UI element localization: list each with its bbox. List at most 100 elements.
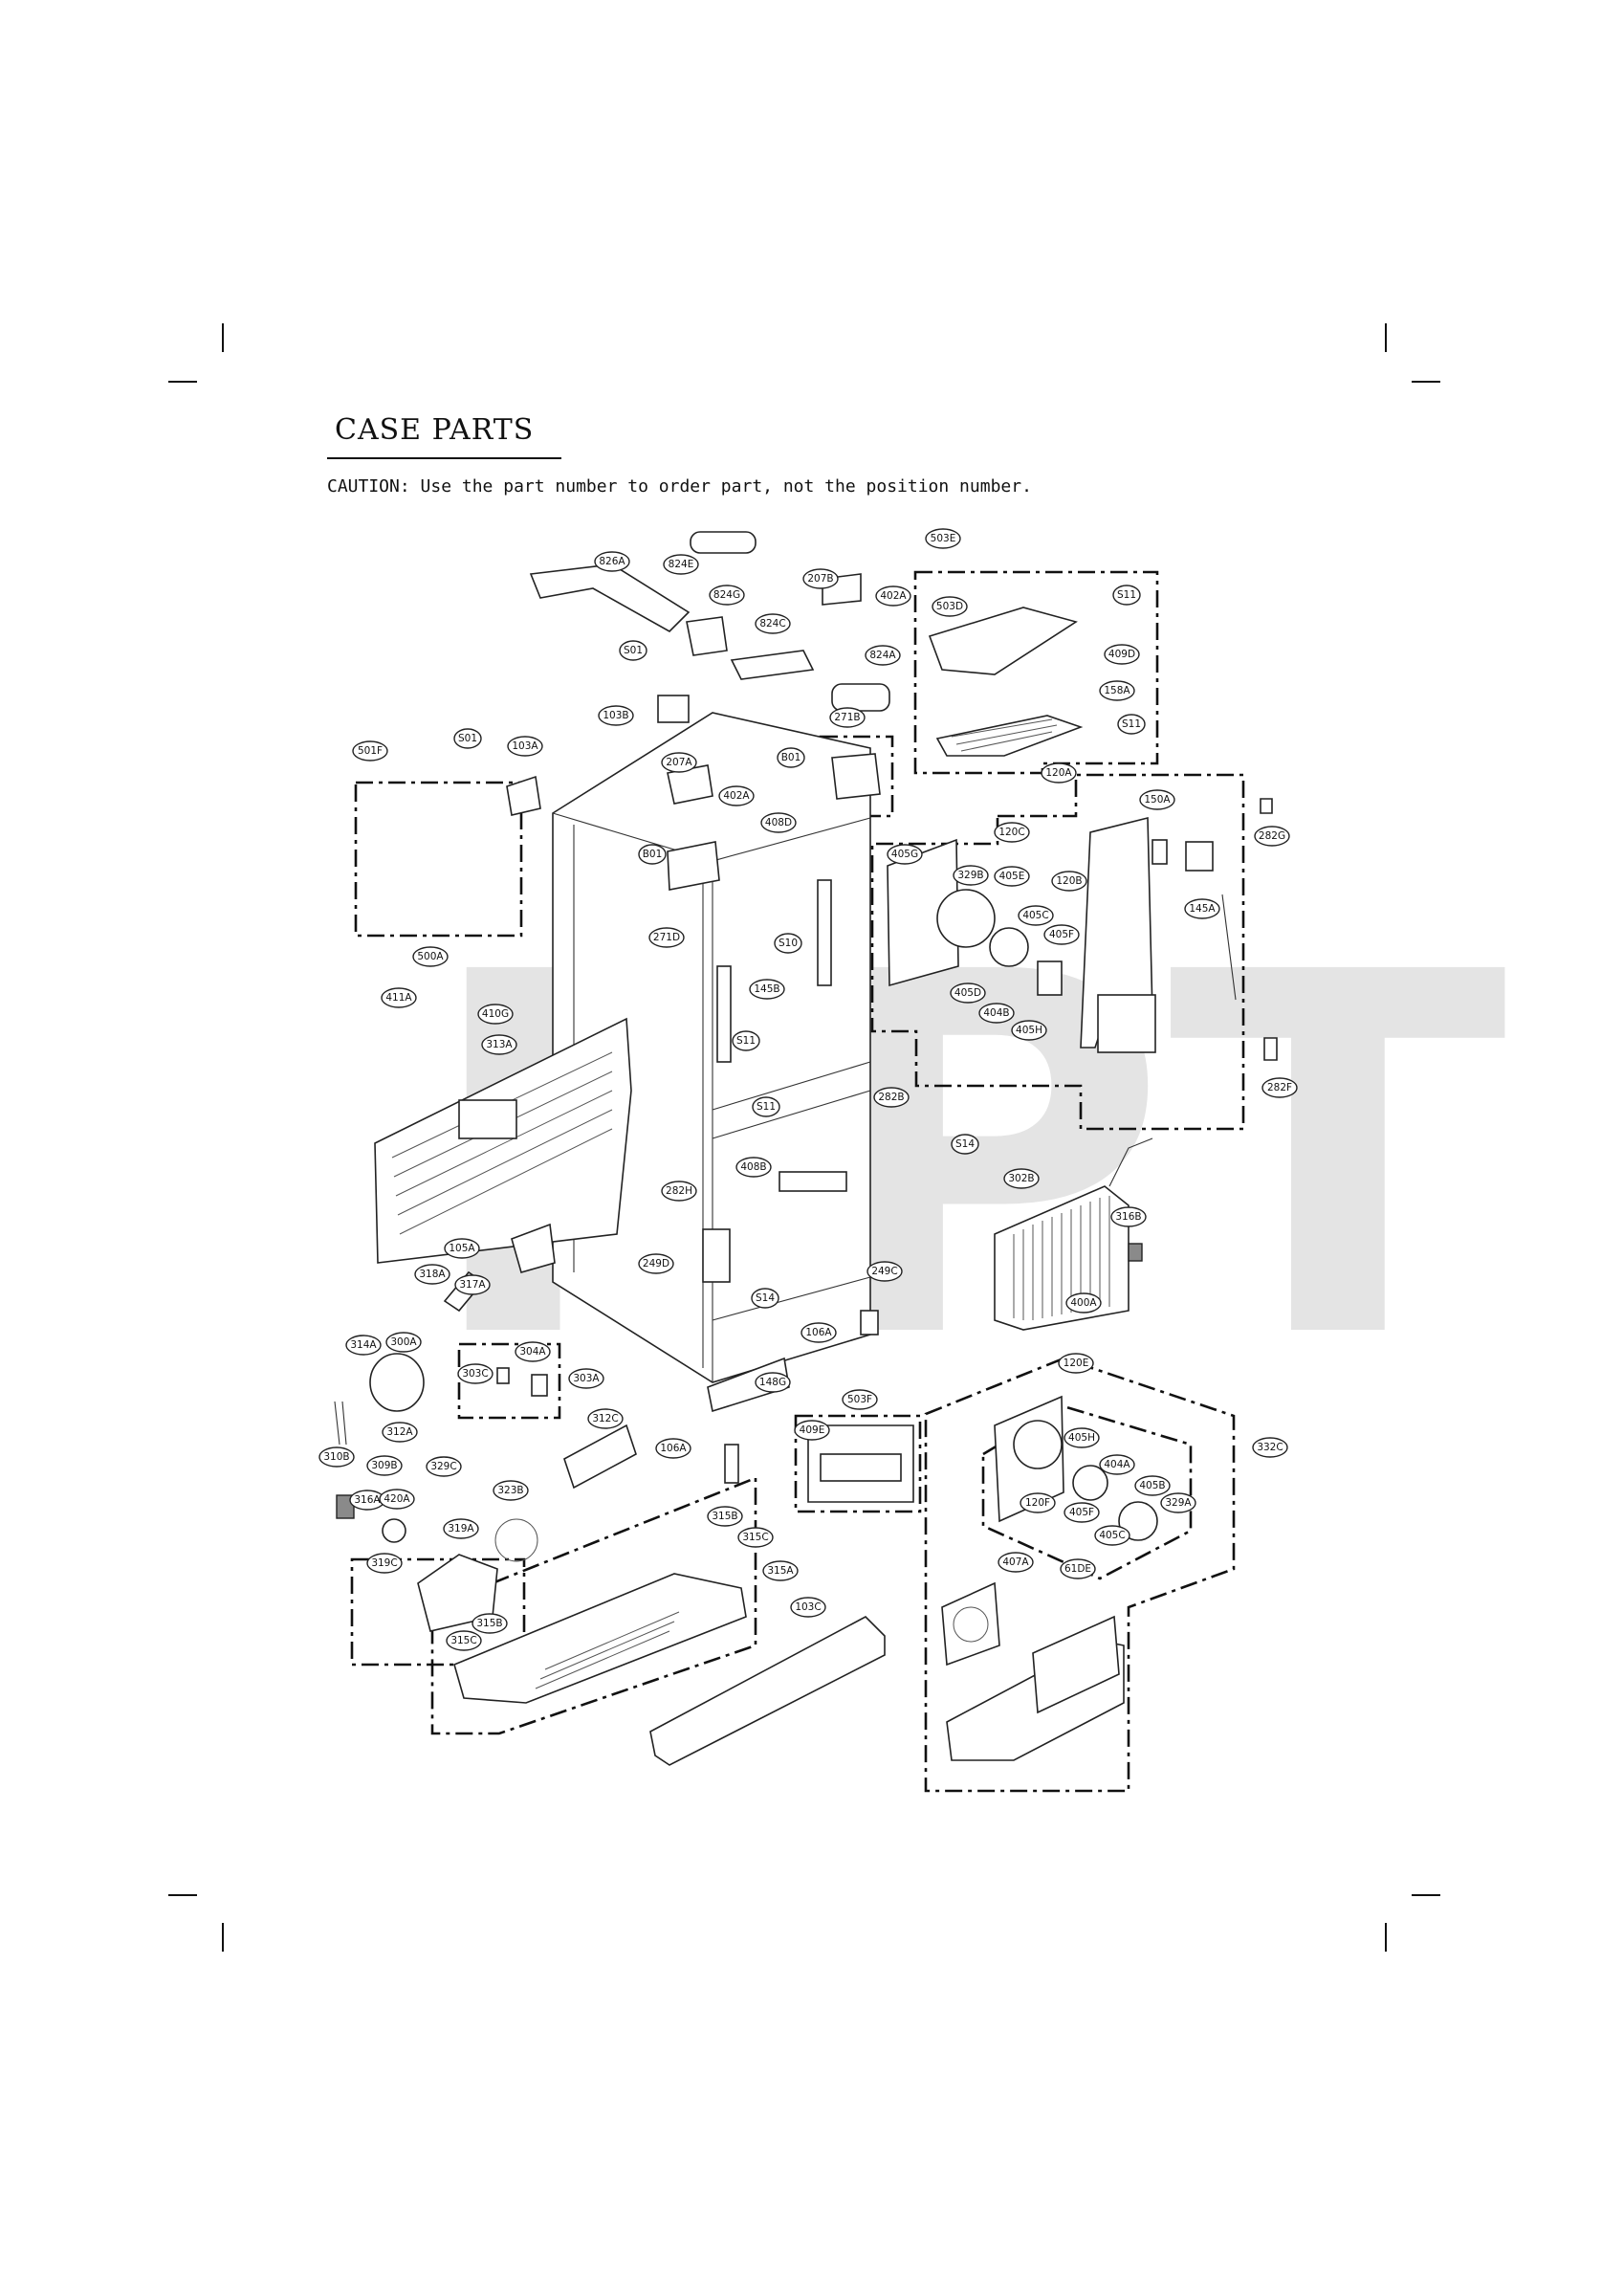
callout-106a: 106A <box>801 1322 837 1343</box>
callout-319a: 319A <box>443 1518 479 1539</box>
page-title: CASE PARTS <box>335 413 535 447</box>
top-parts <box>506 531 890 891</box>
callout-404b: 404B <box>978 1003 1015 1024</box>
callout-label: 120C <box>998 827 1024 838</box>
callout-s11: S11 <box>1117 714 1146 735</box>
callout-s10: S10 <box>774 933 802 954</box>
callout-318a: 318A <box>414 1264 450 1285</box>
callout-s01: S01 <box>453 728 482 749</box>
callout-319c: 319C <box>366 1553 403 1574</box>
callout-314a: 314A <box>345 1335 382 1356</box>
callout-s01: S01 <box>619 640 647 661</box>
callout-824e: 824E <box>663 554 699 575</box>
callout-501f: 501F <box>352 740 388 762</box>
callout-271b: 271B <box>829 707 866 728</box>
callout-312c: 312C <box>587 1408 624 1429</box>
callout-label: 323B <box>497 1485 523 1496</box>
callout-label: 503F <box>847 1394 872 1405</box>
callout-label: 106A <box>660 1443 687 1454</box>
callout-158a: 158A <box>1099 680 1135 701</box>
callout-405c: 405C <box>1094 1525 1130 1546</box>
callout-s11: S11 <box>1112 585 1141 606</box>
callout-315b: 315B <box>707 1506 743 1527</box>
callout-label: 404B <box>983 1007 1009 1019</box>
callout-label: 302B <box>1008 1173 1034 1184</box>
callout-label: 314A <box>350 1339 377 1351</box>
callout-302b: 302B <box>1003 1168 1040 1189</box>
callout-282h: 282H <box>661 1181 697 1202</box>
callout-824g: 824G <box>709 585 745 606</box>
group-outline-315a <box>430 1476 757 1735</box>
callout-label: 400A <box>1070 1297 1097 1309</box>
callout-b01: B01 <box>638 844 667 865</box>
callout-label: 145B <box>754 983 779 995</box>
base-plate-315a <box>453 1573 886 1766</box>
callout-label: 61DE <box>1064 1563 1091 1575</box>
compressor-area <box>334 1223 879 1632</box>
callout-405d: 405D <box>950 982 986 1004</box>
callout-405h: 405H <box>1064 1427 1100 1448</box>
callout-label: 404A <box>1104 1459 1130 1470</box>
callout-label: 120B <box>1056 875 1082 887</box>
callout-312a: 312A <box>382 1422 418 1443</box>
callout-315b: 315B <box>472 1613 508 1634</box>
callout-303c: 303C <box>457 1363 493 1384</box>
callout-120b: 120B <box>1051 871 1087 892</box>
callout-label: 405E <box>999 871 1025 882</box>
callout-405f: 405F <box>1043 924 1080 945</box>
callout-label: S10 <box>779 938 798 949</box>
callout-503f: 503F <box>842 1389 878 1410</box>
callout-405g: 405G <box>887 844 923 865</box>
callout-404a: 404A <box>1099 1454 1135 1475</box>
callout-label: 407A <box>1002 1556 1029 1568</box>
callout-label: 409D <box>1108 649 1135 660</box>
callout-b01: B01 <box>777 747 805 768</box>
callout-145b: 145B <box>749 979 785 1000</box>
back-cover-313a <box>374 1017 632 1264</box>
group-outline-120a <box>870 773 1245 1131</box>
callout-271d: 271D <box>648 927 685 948</box>
callout-249c: 249C <box>866 1261 903 1282</box>
crop-mark-top-right-h <box>1412 381 1440 383</box>
callout-label: 148G <box>759 1377 786 1388</box>
callout-402a: 402A <box>875 585 911 607</box>
group-outline-503e <box>913 570 1159 775</box>
callout-label: 315B <box>476 1618 502 1629</box>
callout-405h: 405H <box>1011 1020 1047 1041</box>
callout-label: 503E <box>931 533 956 544</box>
callout-329a: 329A <box>1160 1492 1196 1513</box>
callout-408b: 408B <box>735 1157 772 1178</box>
callout-label: S14 <box>756 1292 775 1304</box>
callout-label: 309B <box>371 1460 397 1471</box>
callout-label: 249C <box>871 1266 897 1277</box>
callout-label: 402A <box>880 590 907 602</box>
callout-316a: 316A <box>349 1490 385 1511</box>
callout-s14: S14 <box>751 1288 779 1309</box>
callout-label: 405C <box>1099 1530 1125 1541</box>
callout-label: 405C <box>1022 910 1048 921</box>
callout-label: 408D <box>765 817 792 828</box>
callout-label: 304A <box>519 1346 546 1358</box>
callout-label: 271B <box>834 712 860 723</box>
callout-label: 300A <box>390 1336 417 1348</box>
callout-label: S11 <box>736 1035 756 1047</box>
callout-120c: 120C <box>994 822 1030 843</box>
callout-label: 402A <box>723 790 750 802</box>
callout-label: 120F <box>1025 1497 1050 1509</box>
group-outline-332c <box>924 1357 1236 1793</box>
callout-150a: 150A <box>1139 789 1175 810</box>
callout-label: 318A <box>419 1269 446 1280</box>
callout-label: 501F <box>358 745 383 757</box>
crop-mark-bottom-right-v <box>1385 1923 1387 1952</box>
callout-label: 282G <box>1259 830 1285 842</box>
crop-mark-top-left-h <box>168 381 197 383</box>
callout-label: S01 <box>624 645 643 656</box>
callout-label: 316B <box>1115 1211 1141 1223</box>
callout-315c: 315C <box>446 1630 482 1651</box>
crop-mark-bottom-left-v <box>222 1923 224 1952</box>
callout-329b: 329B <box>953 865 989 886</box>
callout-120e: 120E <box>1058 1353 1094 1374</box>
fan-assembly-332c <box>941 1395 1158 1761</box>
